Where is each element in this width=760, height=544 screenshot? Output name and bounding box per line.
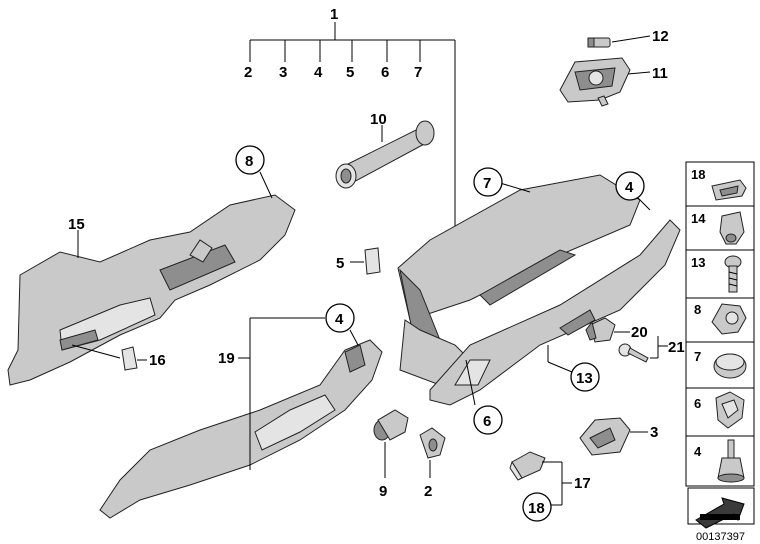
air-duct-part (335, 120, 435, 189)
small-cap-part (121, 346, 138, 371)
micro-switch-part (419, 427, 446, 459)
callout-7: 7 (483, 175, 491, 192)
cable-clip-icon (711, 303, 747, 335)
callout-5: 5 (336, 255, 344, 272)
key-part (618, 343, 649, 363)
small-parts-legend: 18 14 13 8 7 (685, 161, 755, 487)
callout-3: 3 (650, 424, 658, 441)
callout-1: 1 (330, 6, 338, 23)
lock-cylinder-part (585, 317, 616, 343)
callout-4-circle: 4 (615, 171, 645, 201)
callout-9: 9 (379, 483, 387, 500)
callout-11: 11 (652, 65, 668, 82)
orientation-arrow-box (687, 487, 755, 529)
callout-8-circle: 8 (235, 145, 265, 175)
glovebox-part (397, 174, 681, 406)
callout-19: 19 (218, 350, 235, 367)
callout-20: 20 (631, 324, 648, 341)
left-trim-panel-part (7, 194, 296, 386)
callout-18: 18 (528, 500, 545, 517)
clip-icon (711, 179, 747, 201)
bulb-part (587, 37, 611, 48)
legend-num-18: 18 (691, 167, 705, 182)
callout-2: 2 (424, 483, 432, 500)
switch-part (373, 409, 409, 441)
spring-nut-icon (719, 211, 745, 245)
legend-num-13: 13 (691, 255, 705, 270)
callout-4-top: 4 (314, 64, 323, 81)
callout-4: 4 (625, 179, 634, 196)
callout-16: 16 (149, 352, 166, 369)
legend-num-4: 4 (694, 444, 702, 459)
reference-number: 00137397 (696, 531, 745, 543)
callout-2-top: 2 (244, 64, 252, 81)
callout-17: 17 (574, 475, 591, 492)
callout-4b-circle: 4 (325, 303, 355, 333)
callout-13: 13 (576, 370, 593, 387)
callout-6: 6 (483, 413, 491, 430)
legend-num-7: 7 (694, 349, 701, 364)
callout-15: 15 (68, 216, 85, 233)
callout-8: 8 (245, 153, 253, 170)
callout-13-circle: 13 (570, 362, 600, 392)
legend-num-6: 6 (694, 396, 701, 411)
light-housing-part (559, 57, 631, 107)
screw-icon (724, 255, 742, 293)
legend-num-14: 14 (691, 211, 706, 226)
lower-trim-part (99, 339, 383, 519)
callout-3-top: 3 (279, 64, 287, 81)
rubber-buffer-icon (717, 439, 745, 483)
callout-7-top: 7 (414, 64, 422, 81)
callout-7-circle: 7 (473, 167, 503, 197)
hose-clip-icon (715, 391, 745, 429)
callout-4b: 4 (335, 311, 344, 328)
callout-21: 21 (668, 339, 685, 356)
latch-part (579, 417, 631, 456)
callout-18-circle: 18 (522, 492, 552, 522)
callout-10: 10 (370, 111, 387, 128)
cap-icon (713, 353, 747, 379)
small-bracket-part (364, 247, 381, 275)
callout-6-top: 6 (381, 64, 389, 81)
group-bracket (249, 22, 456, 250)
callout-12: 12 (652, 28, 669, 45)
cover-piece-part (509, 451, 546, 481)
callout-6-circle: 6 (473, 405, 503, 435)
legend-num-8: 8 (694, 302, 701, 317)
callout-5-top: 5 (346, 64, 354, 81)
